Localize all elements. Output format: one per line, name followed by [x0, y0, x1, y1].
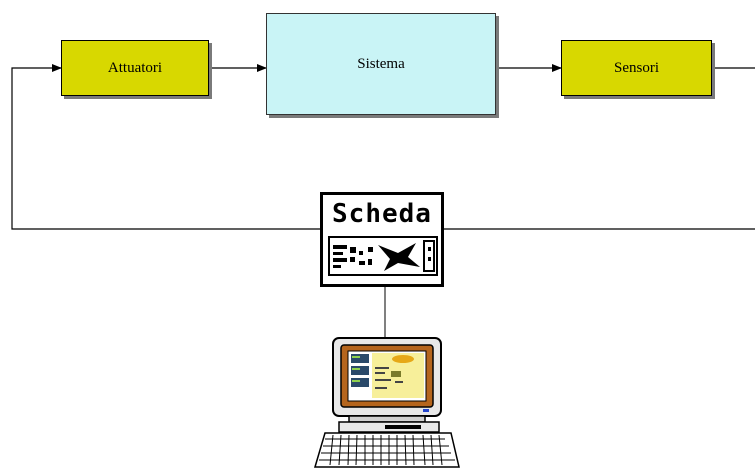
sensors-label: Sensori: [614, 59, 659, 76]
computer-icon: [313, 337, 460, 468]
system-label: Sistema: [357, 55, 405, 72]
actuators-label: Attuatori: [107, 59, 163, 76]
feedback-line-left: [11, 64, 320, 230]
board-label: Scheda: [332, 199, 432, 229]
system-block: Sistema: [266, 13, 496, 115]
sensors-block: Sensori: [561, 40, 712, 96]
actuators-block: Attuatori: [61, 40, 209, 96]
board-block: Scheda: [320, 192, 444, 287]
board-icon: [328, 236, 438, 276]
